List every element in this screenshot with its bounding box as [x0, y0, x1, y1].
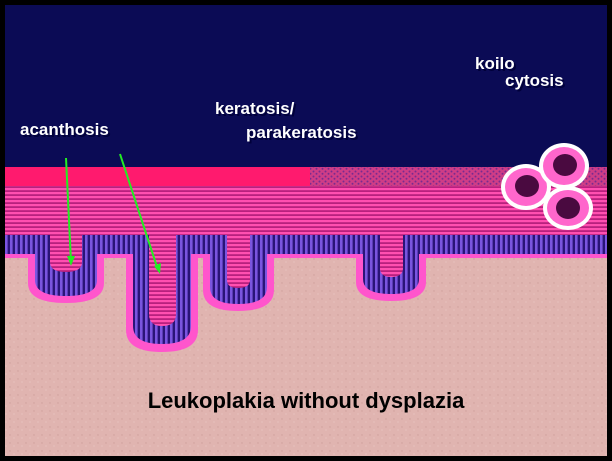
koilocyte	[539, 143, 589, 189]
koilocyte	[543, 186, 593, 230]
label-parakeratosis: parakeratosis	[246, 124, 357, 141]
label-keratosis: keratosis/	[215, 100, 294, 117]
label-cytosis: cytosis	[505, 72, 564, 89]
keratin-layer	[5, 167, 310, 186]
slide-title: Leukoplakia without dysplazia	[0, 388, 612, 414]
label-acanthosis: acanthosis	[20, 121, 109, 138]
label-koilo: koilo	[475, 55, 515, 72]
